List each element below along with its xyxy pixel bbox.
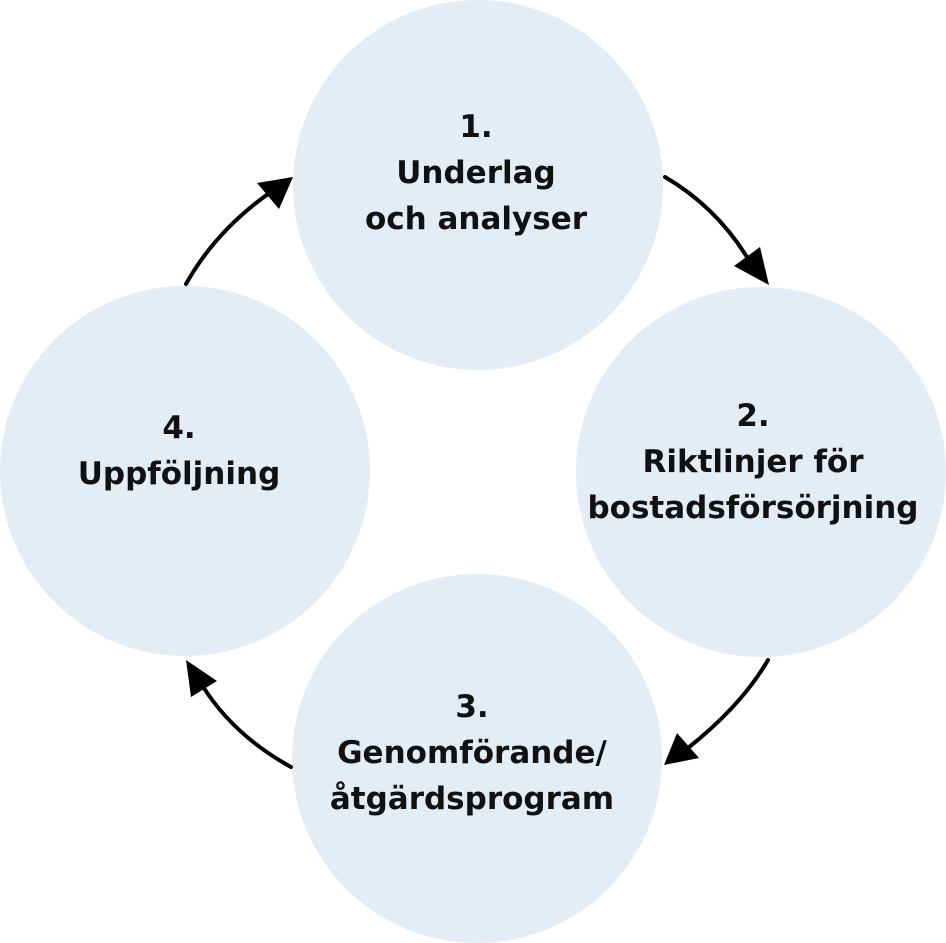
step-1-line-2: och analyser <box>364 201 588 237</box>
step-3-number: 3. <box>455 688 489 725</box>
arrow-4-to-1 <box>184 192 270 286</box>
step-3-line-1: Genomförande/ <box>337 734 607 771</box>
step-1-number: 1. <box>459 109 493 145</box>
arrow-1-to-2-head <box>734 247 769 285</box>
step-4-line-1: Uppföljning <box>77 456 281 492</box>
arrow-3-to-4 <box>200 683 293 769</box>
arrow-4-to-1-head <box>257 177 293 209</box>
step-4-uppfoljning: 4. Uppföljning <box>0 286 370 656</box>
step-1-underlag-och-analyser: 1. Underlag och analyser <box>293 0 663 370</box>
step-3-line-2: åtgärdsprogram <box>329 780 615 817</box>
arrow-1-to-2 <box>663 175 752 264</box>
step-2-number: 2. <box>736 398 770 434</box>
step-2-line-1: Riktlinjer för <box>642 444 864 480</box>
arrow-2-to-3 <box>686 658 770 750</box>
step-4-number: 4. <box>162 410 196 446</box>
step-2-riktlinjer: 2. Riktlinjer för bostadsförsörjning <box>576 287 946 657</box>
step-3-genomforande: 3. Genomförande/ åtgärdsprogram <box>292 574 662 943</box>
step-2-line-2: bostadsförsörjning <box>587 490 919 526</box>
arrow-3-to-4-head <box>186 660 217 697</box>
step-1-line-1: Underlag <box>396 155 556 191</box>
arrow-2-to-3-head <box>664 733 699 765</box>
